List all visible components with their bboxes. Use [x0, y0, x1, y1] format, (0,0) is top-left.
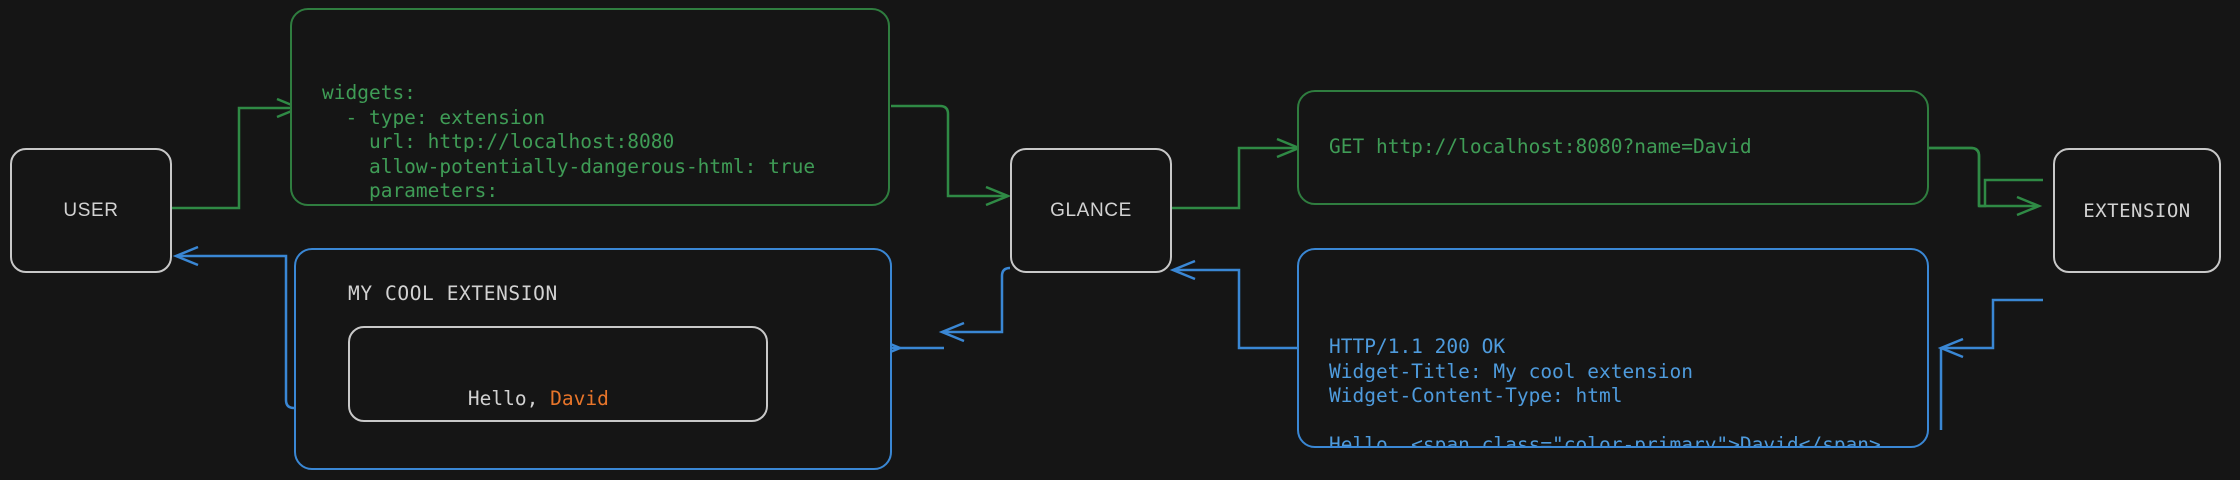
node-extension[interactable]: EXTENSION [2053, 148, 2221, 273]
node-user[interactable]: USER [10, 148, 172, 273]
widget-greeting-prefix: Hello, [467, 387, 551, 410]
wire-request-to-extension [1928, 146, 2043, 217]
widget-greeting-name: David [550, 387, 609, 410]
wire-extension-to-response [1937, 298, 2043, 430]
http-response-block: HTTP/1.1 200 OK Widget-Title: My cool ex… [1297, 248, 1929, 448]
node-glance-label: GLANCE [1050, 199, 1132, 221]
rendered-widget-block: MY COOL EXTENSION Hello, David [294, 248, 892, 470]
node-user-label: USER [63, 199, 119, 221]
wire-widget-to-user [172, 245, 295, 410]
wire-glance-to-request [1172, 137, 1303, 210]
wire-user-to-config [172, 97, 303, 210]
http-response-text: HTTP/1.1 200 OK Widget-Title: My cool ex… [1329, 335, 1881, 448]
wire-config-to-glance [891, 104, 1012, 207]
config-yaml-block: widgets: - type: extension url: http://l… [290, 8, 890, 206]
config-yaml-text: widgets: - type: extension url: http://l… [322, 81, 816, 204]
wire-response-to-glance [1169, 259, 1297, 350]
node-extension-label: EXTENSION [2083, 199, 2191, 222]
widget-title: MY COOL EXTENSION [348, 282, 558, 305]
widget-greeting: Hello, David [374, 364, 609, 433]
http-request-text: GET http://localhost:8080?name=David [1329, 135, 1752, 159]
http-request-block: GET http://localhost:8080?name=David [1297, 90, 1929, 205]
widget-content-card: Hello, David [348, 326, 768, 422]
node-glance[interactable]: GLANCE [1010, 148, 1172, 273]
